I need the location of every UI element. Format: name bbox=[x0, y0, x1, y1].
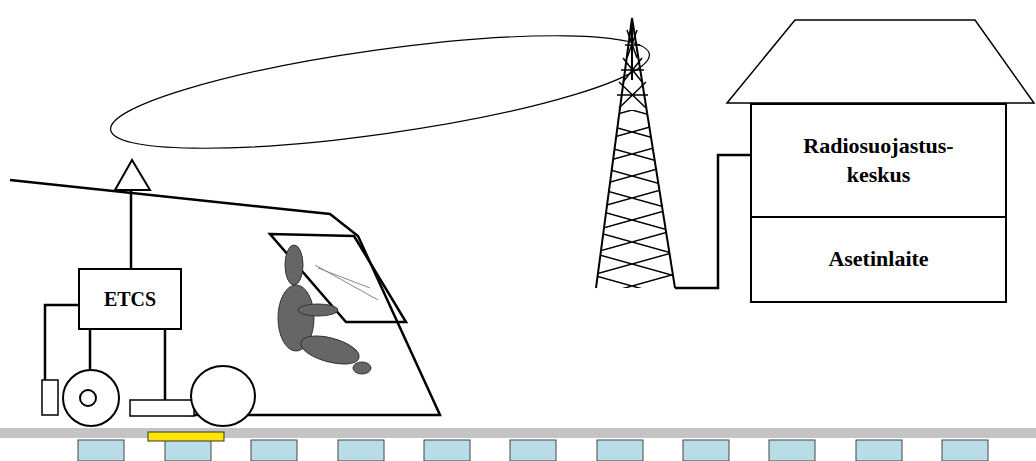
node-label: Asetinlaite bbox=[828, 245, 928, 274]
odometer bbox=[42, 380, 58, 415]
sleeper bbox=[597, 440, 643, 461]
sleeper bbox=[78, 440, 124, 461]
radio-link bbox=[105, 13, 655, 172]
sleeper bbox=[510, 440, 556, 461]
driver bbox=[278, 245, 371, 374]
window-glare bbox=[315, 265, 378, 300]
wheel bbox=[63, 370, 119, 426]
sleeper bbox=[165, 440, 211, 461]
antenna-wire bbox=[130, 190, 133, 268]
sleepers bbox=[78, 440, 988, 461]
balise-antenna bbox=[130, 400, 194, 416]
sleeper bbox=[251, 440, 297, 461]
rbc-box: Radiosuojastus- keskus bbox=[750, 103, 1007, 218]
sleeper bbox=[683, 440, 729, 461]
node-label: ETCS bbox=[104, 286, 156, 312]
wheel bbox=[191, 366, 255, 426]
sleeper bbox=[769, 440, 815, 461]
interlocking-box: Asetinlaite bbox=[750, 216, 1007, 303]
sleeper bbox=[424, 440, 470, 461]
cable bbox=[675, 155, 750, 288]
sleeper bbox=[856, 440, 902, 461]
axle bbox=[80, 390, 96, 406]
etcs-box: ETCS bbox=[78, 268, 182, 330]
sleeper bbox=[942, 440, 988, 461]
sleeper bbox=[338, 440, 384, 461]
node-label: Radiosuojastus- keskus bbox=[784, 132, 974, 189]
tower bbox=[596, 18, 675, 288]
antenna bbox=[115, 160, 150, 190]
balise bbox=[148, 432, 224, 441]
roof bbox=[727, 20, 1034, 103]
tower-top bbox=[617, 30, 648, 108]
